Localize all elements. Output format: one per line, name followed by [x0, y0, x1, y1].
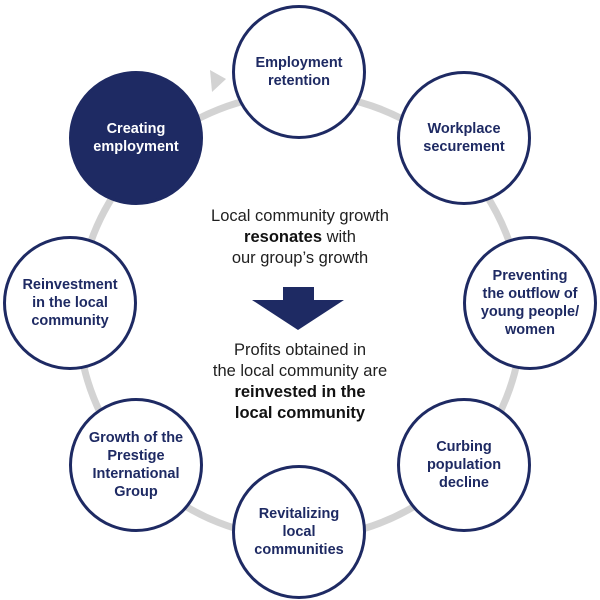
lower-line-1: Profits obtained in	[233, 341, 367, 359]
upper-line-3: our group’s growth	[231, 249, 369, 267]
center-upper-text: Local community growth resonates with ou…	[150, 206, 450, 269]
node-preventing-outflow: Preventing the outflow of young people/ …	[463, 236, 597, 370]
node-label: Growth of the Prestige International Gro…	[88, 430, 184, 500]
lower-line-2: the local community are	[212, 362, 388, 380]
node-growth-prestige-group: Growth of the Prestige International Gro…	[69, 398, 203, 532]
down-arrow	[252, 287, 344, 330]
center-lower-text: Profits obtained in the local community …	[150, 340, 450, 424]
node-revitalizing-local-communities: Revitalizing local communities	[232, 465, 366, 599]
node-label: Curbing population decline	[426, 439, 502, 491]
node-label: Employment retention	[255, 55, 343, 89]
lower-line-4-bold: local community	[234, 404, 366, 422]
upper-line-2: resonates with	[150, 227, 450, 248]
node-workplace-securement: Workplace securement	[397, 71, 531, 205]
upper-line-1: Local community growth	[211, 207, 389, 225]
node-label: Workplace securement	[423, 121, 505, 155]
node-label: Preventing the outflow of young people/ …	[480, 268, 580, 338]
lower-line-3-bold: reinvested in the	[234, 383, 366, 401]
node-employment-retention: Employment retention	[232, 5, 366, 139]
node-label: Reinvestment in the local community	[22, 277, 118, 329]
cycle-arrowhead	[210, 70, 226, 92]
upper-line-2-bold: resonates	[244, 228, 323, 246]
node-label: Creating employment	[93, 121, 179, 155]
node-curbing-population-decline: Curbing population decline	[397, 398, 531, 532]
lower-line-4: local community	[150, 403, 450, 424]
node-creating-employment: Creating employment	[69, 71, 203, 205]
lower-line-3: reinvested in the	[150, 382, 450, 403]
node-reinvestment-local-community: Reinvestment in the local community	[3, 236, 137, 370]
node-label: Revitalizing local communities	[254, 506, 344, 558]
upper-line-2-rest: with	[322, 228, 356, 246]
